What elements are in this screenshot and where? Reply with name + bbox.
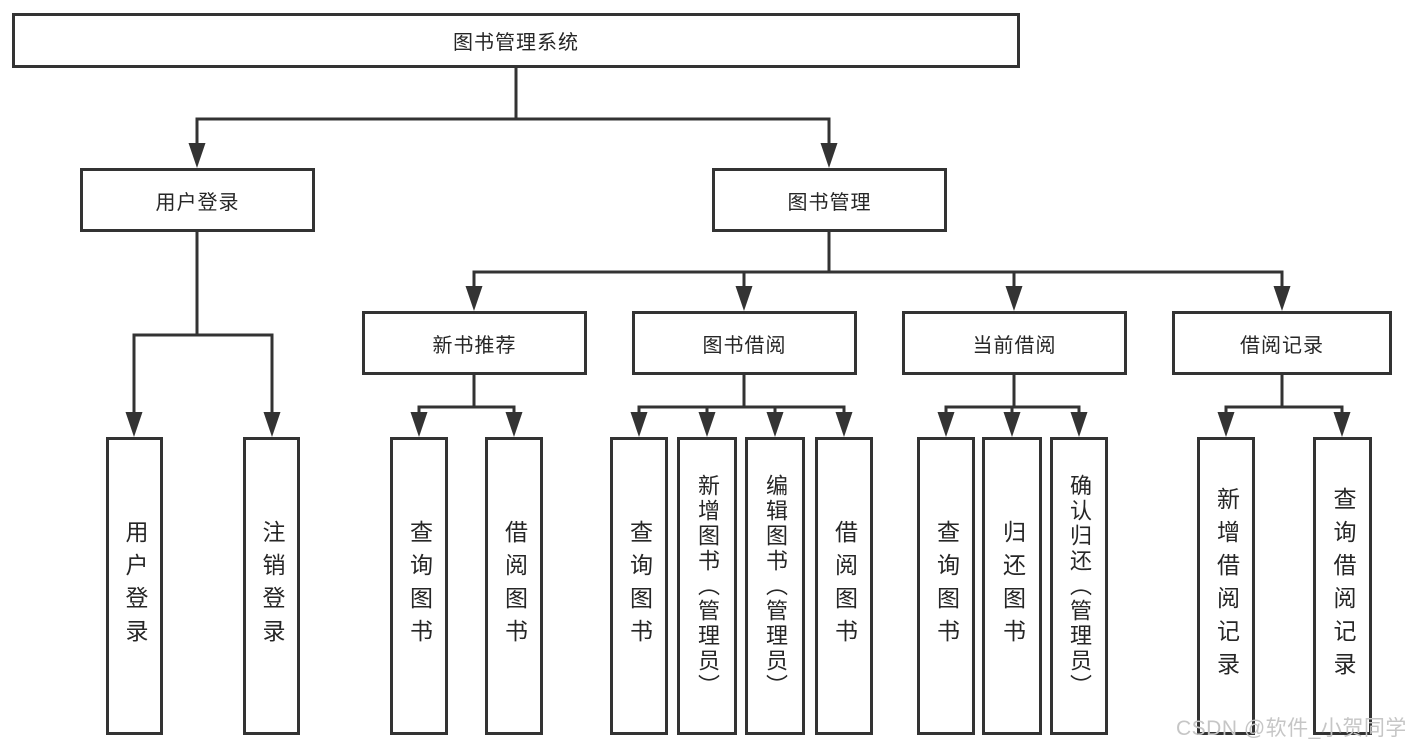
leaf-borrow-book: 借阅图书 [815, 437, 873, 735]
leaf-query-book-recommend: 查询图书 [390, 437, 448, 735]
leaf-add-book-admin-label: 新增图书（管理员） [695, 473, 720, 699]
leaf-edit-book-admin: 编辑图书（管理员） [745, 437, 805, 735]
node-new-book-recommend-label: 新书推荐 [432, 334, 517, 357]
leaf-query-book-recommend-label: 查询图书 [406, 520, 433, 652]
node-current-borrow: 当前借阅 [902, 311, 1127, 375]
csdn-watermark: CSDN @软件_小贺同学 [1176, 717, 1405, 740]
leaf-edit-book-admin-label: 编辑图书（管理员） [763, 473, 788, 699]
leaf-confirm-return-admin: 确认归还（管理员） [1050, 437, 1108, 735]
leaf-return-book-label: 归还图书 [999, 520, 1026, 652]
node-new-book-recommend: 新书推荐 [362, 311, 587, 375]
leaf-query-book-current: 查询图书 [917, 437, 975, 735]
leaf-query-book-borrow-label: 查询图书 [626, 520, 653, 652]
node-current-borrow-label: 当前借阅 [972, 334, 1057, 357]
node-borrow-records: 借阅记录 [1172, 311, 1392, 375]
leaf-logout: 注销登录 [243, 437, 300, 735]
leaf-add-borrow-record: 新增借阅记录 [1197, 437, 1255, 735]
node-borrow-records-label: 借阅记录 [1240, 334, 1324, 357]
leaf-query-book-current-label: 查询图书 [933, 520, 960, 652]
leaf-query-borrow-record-label: 查询借阅记录 [1330, 487, 1356, 685]
leaf-query-book-borrow: 查询图书 [610, 437, 668, 735]
leaf-user-login: 用户登录 [106, 437, 163, 735]
leaf-add-borrow-record-label: 新增借阅记录 [1213, 487, 1240, 685]
leaf-logout-label: 注销登录 [259, 520, 285, 652]
node-book-management-label: 图书管理 [787, 191, 872, 214]
node-book-borrow-label: 图书借阅 [702, 334, 787, 357]
leaf-borrow-book-recommend-label: 借阅图书 [501, 520, 528, 652]
leaf-confirm-return-admin-label: 确认归还（管理员） [1067, 473, 1092, 699]
leaf-return-book: 归还图书 [982, 437, 1042, 735]
node-root-label: 图书管理系统 [453, 32, 579, 54]
leaf-user-login-label: 用户登录 [122, 520, 148, 652]
leaf-add-book-admin: 新增图书（管理员） [677, 437, 737, 735]
node-user-login-label: 用户登录 [155, 191, 240, 214]
node-root: 图书管理系统 [12, 13, 1020, 68]
node-book-borrow: 图书借阅 [632, 311, 857, 375]
node-book-management: 图书管理 [712, 168, 947, 232]
leaf-query-borrow-record: 查询借阅记录 [1313, 437, 1372, 735]
leaf-borrow-book-recommend: 借阅图书 [485, 437, 543, 735]
node-user-login: 用户登录 [80, 168, 315, 232]
leaf-borrow-book-label: 借阅图书 [831, 520, 858, 652]
